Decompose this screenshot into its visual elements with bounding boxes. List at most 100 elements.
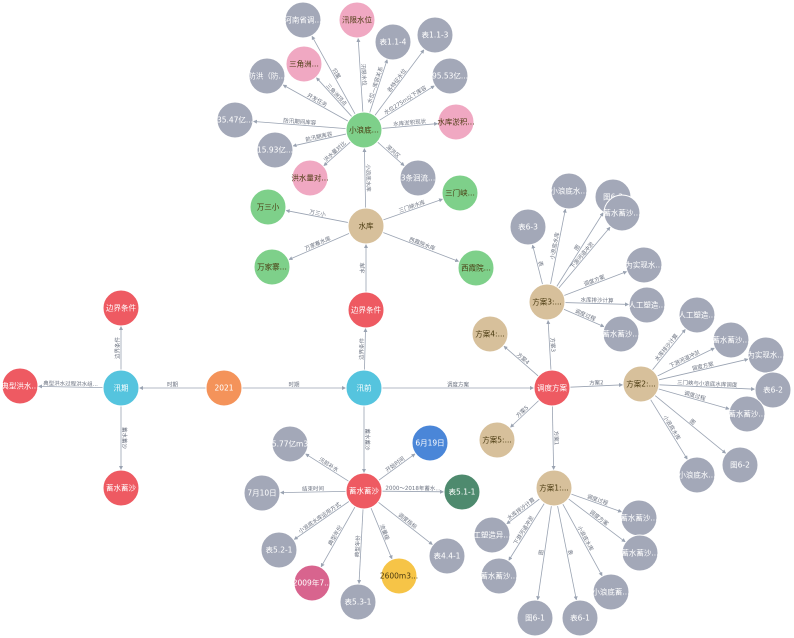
graph-node[interactable]: 边界条件 (102, 289, 140, 327)
node-circle[interactable] (345, 472, 383, 510)
node-circle[interactable] (216, 101, 254, 139)
graph-node[interactable]: 方案5:... (478, 421, 516, 459)
graph-node[interactable]: 表4.4-1 (428, 537, 466, 575)
graph-node[interactable]: 河南省调... (284, 1, 322, 39)
graph-node[interactable]: 汛限水位 (338, 1, 376, 39)
graph-node[interactable]: 95.53亿... (431, 57, 469, 95)
node-circle[interactable] (1, 367, 39, 405)
graph-node[interactable]: 蓄水蓄沙... (603, 194, 641, 232)
node-circle[interactable] (345, 111, 383, 149)
node-circle[interactable] (291, 159, 329, 197)
graph-node[interactable]: 洪水量对... (291, 159, 329, 197)
graph-node[interactable]: 万三小 (249, 188, 287, 226)
node-circle[interactable] (550, 172, 588, 210)
node-circle[interactable] (205, 369, 243, 407)
graph-node[interactable]: 2009年7... (293, 564, 332, 602)
node-circle[interactable] (428, 537, 466, 575)
graph-node[interactable]: 表6-2 (754, 371, 792, 409)
graph-node[interactable]: 万家寨... (253, 248, 291, 286)
graph-node[interactable]: 工塑造异... (473, 516, 511, 554)
node-circle[interactable] (621, 534, 659, 572)
node-circle[interactable] (339, 583, 377, 621)
node-circle[interactable] (271, 425, 309, 463)
node-circle[interactable] (528, 283, 566, 321)
node-circle[interactable] (284, 1, 322, 39)
graph-node[interactable]: 为实现水... (747, 336, 785, 374)
graph-node[interactable]: 表5.1-1 (443, 473, 481, 511)
graph-node[interactable]: 35.47亿... (216, 101, 254, 139)
graph-node[interactable]: 2021 (205, 369, 243, 407)
node-circle[interactable] (712, 321, 750, 359)
node-circle[interactable] (622, 365, 660, 403)
graph-node[interactable]: 3条洄流... (399, 159, 437, 197)
graph-node[interactable]: 三门峡... (441, 174, 479, 212)
graph-node[interactable]: 汛前 (345, 369, 383, 407)
node-circle[interactable] (457, 249, 495, 287)
graph-node[interactable]: 水库淤积... (437, 103, 475, 141)
graph-node[interactable]: 蓄水蓄沙... (480, 557, 518, 595)
graph-node[interactable]: 蓄水蓄沙... (620, 499, 658, 537)
node-circle[interactable] (516, 599, 554, 637)
graph-node[interactable]: 方案4:... (471, 315, 509, 353)
graph-node[interactable]: 蓄水蓄沙... (712, 321, 750, 359)
node-circle[interactable] (754, 371, 792, 409)
graph-node[interactable]: 方案1:... (535, 469, 573, 507)
node-circle[interactable] (374, 23, 412, 61)
node-circle[interactable] (345, 369, 383, 407)
node-circle[interactable] (243, 474, 281, 512)
node-circle[interactable] (721, 446, 759, 484)
graph-node[interactable]: 7月10日 (243, 474, 281, 512)
node-circle[interactable] (437, 103, 475, 141)
graph-node[interactable]: 表5.2-1 (260, 531, 298, 569)
node-circle[interactable] (285, 45, 323, 83)
graph-node[interactable]: 边界条件 (347, 291, 385, 329)
node-circle[interactable] (603, 194, 641, 232)
node-circle[interactable] (602, 315, 640, 353)
node-circle[interactable] (416, 16, 454, 54)
graph-node[interactable]: 表5.3-1 (339, 583, 377, 621)
node-circle[interactable] (431, 57, 469, 95)
node-circle[interactable] (248, 57, 286, 95)
graph-node[interactable]: 为实现水... (625, 246, 663, 284)
graph-node[interactable]: 图6-1 (516, 599, 554, 637)
graph-node[interactable]: 5.77亿m3 (271, 425, 309, 463)
graph-node[interactable]: 6月19日 (411, 424, 449, 462)
node-circle[interactable] (253, 248, 291, 286)
node-circle[interactable] (260, 531, 298, 569)
node-circle[interactable] (411, 424, 449, 462)
graph-node[interactable]: 人工塑造... (678, 296, 716, 334)
graph-node[interactable]: 水库 (347, 207, 385, 245)
graph-node[interactable]: 人工塑造... (628, 286, 666, 324)
graph-node[interactable]: 防洪（防... (248, 57, 286, 95)
node-circle[interactable] (480, 557, 518, 595)
graph-node[interactable]: 表1.1-4 (374, 23, 412, 61)
node-circle[interactable] (102, 469, 140, 507)
node-circle[interactable] (399, 159, 437, 197)
node-circle[interactable] (473, 516, 511, 554)
graph-node[interactable]: 蓄水蓄沙... (602, 315, 640, 353)
node-circle[interactable] (380, 557, 418, 595)
node-circle[interactable] (625, 246, 663, 284)
graph-node[interactable]: 图6-2 (721, 446, 759, 484)
graph-node[interactable]: 小浪底... (345, 111, 383, 149)
graph-node[interactable]: 调度方案 (533, 369, 571, 407)
graph-node[interactable]: 蓄水蓄沙 (102, 469, 140, 507)
graph-node[interactable]: 方案2:... (622, 365, 660, 403)
node-circle[interactable] (249, 188, 287, 226)
graph-node[interactable]: 小浪底水... (550, 172, 588, 210)
graph-node[interactable]: 方案3:... (528, 283, 566, 321)
node-circle[interactable] (471, 315, 509, 353)
graph-node[interactable]: 表1.1-3 (416, 16, 454, 54)
graph-node[interactable]: 15.93亿... (256, 131, 294, 169)
node-circle[interactable] (441, 174, 479, 212)
graph-node[interactable]: 西霞院... (457, 249, 495, 287)
node-circle[interactable] (256, 131, 294, 169)
graph-node[interactable]: 汛期 (102, 369, 140, 407)
node-circle[interactable] (728, 395, 766, 433)
graph-node[interactable]: 典型洪水... (1, 367, 39, 405)
graph-node[interactable]: 表6-1 (561, 599, 599, 637)
graph-node[interactable]: 三角洲... (285, 45, 323, 83)
graph-node[interactable]: 小浪底蓄... (592, 573, 630, 611)
node-circle[interactable] (678, 296, 716, 334)
